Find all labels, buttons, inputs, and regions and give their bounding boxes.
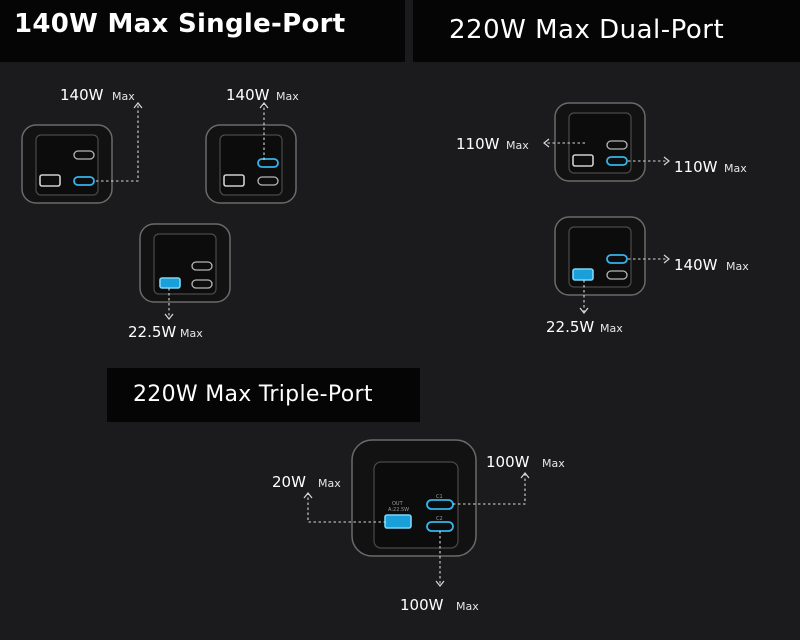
label-triple-c1-unit: Max: [542, 457, 565, 470]
label-dual-a-unit: Max: [506, 139, 529, 152]
label-single-c1-unit: Max: [276, 90, 299, 103]
usb-a-rating-text: A:22.5W: [388, 507, 409, 513]
usb-c2-text: C2: [436, 516, 443, 522]
usb-c1-port: [606, 140, 628, 150]
arrow-triple-right: [453, 472, 530, 505]
single-charger-1: [21, 124, 113, 204]
usb-c2-port-active: [606, 156, 628, 166]
usb-c2-port: [257, 176, 279, 186]
label-triple-c2-watt: 100W: [400, 596, 444, 614]
banner-single-port: 140W Max Single-Port: [0, 0, 405, 62]
arrow-dual-right-2: [628, 254, 670, 264]
banner-triple-port: 220W Max Triple-Port: [107, 368, 420, 422]
usb-c2-port-active: [73, 176, 95, 186]
usb-c1-port: [73, 150, 95, 160]
label-triple-a-unit: Max: [318, 477, 341, 490]
arrow-single-2: [259, 102, 269, 160]
usb-c1-text: C1: [436, 494, 443, 500]
label-single-a-unit: Max: [180, 327, 203, 340]
label-dual-c-top-unit: Max: [726, 260, 749, 273]
banner-dual-port-text: 220W Max Dual-Port: [449, 15, 725, 45]
usb-c1-port-active: [257, 158, 279, 168]
arrow-dual-left: [543, 138, 585, 148]
dual-charger-2: [554, 216, 646, 296]
label-triple-c1-watt: 100W: [486, 453, 530, 471]
dual-charger-1: [554, 102, 646, 182]
single-charger-2: [205, 124, 297, 204]
label-dual-c-right-unit: Max: [724, 162, 747, 175]
banner-single-port-text: 140W Max Single-Port: [14, 9, 346, 39]
usb-c1-port: [191, 261, 213, 271]
label-dual-c-right-watt: 110W: [674, 158, 718, 176]
arrow-triple-down: [435, 531, 445, 587]
usb-a-port-active: [572, 268, 594, 281]
triple-charger: OUT A:22.5W C1 C2: [351, 439, 477, 557]
usb-a-port: [39, 174, 61, 187]
banner-triple-port-text: 220W Max Triple-Port: [133, 382, 373, 407]
usb-a-port: [223, 174, 245, 187]
label-dual-c-top-watt: 140W: [674, 256, 718, 274]
banner-dual-port: 220W Max Dual-Port: [413, 0, 800, 62]
usb-c1-port-active: [426, 499, 454, 510]
label-single-c1-watt: 140W: [226, 86, 270, 104]
usb-c2-port-active: [426, 521, 454, 532]
usb-a-port-active: [384, 514, 412, 529]
label-single-c2-watt: 140W: [60, 86, 104, 104]
usb-c1-port-active: [606, 254, 628, 264]
arrow-single-3: [164, 288, 174, 320]
usb-a-out-text: OUT: [392, 501, 404, 507]
label-single-c2-unit: Max: [112, 90, 135, 103]
single-charger-3: [139, 223, 231, 303]
usb-a-port-active: [159, 277, 181, 289]
label-triple-a-watt: 20W: [272, 473, 306, 491]
arrow-single-1: [96, 102, 143, 182]
usb-a-port: [572, 154, 594, 167]
arrow-dual-right-1: [628, 156, 670, 166]
arrow-triple-left: [303, 492, 386, 523]
usb-c2-port: [191, 279, 213, 289]
label-triple-c2-unit: Max: [456, 600, 479, 613]
label-dual-a-bottom-watt: 22.5W: [546, 318, 594, 336]
label-dual-a-bottom-unit: Max: [600, 322, 623, 335]
label-dual-a-watt: 110W: [456, 135, 500, 153]
label-single-a-watt: 22.5W: [128, 323, 176, 341]
usb-c2-port: [606, 270, 628, 280]
arrow-dual-down: [579, 280, 589, 314]
